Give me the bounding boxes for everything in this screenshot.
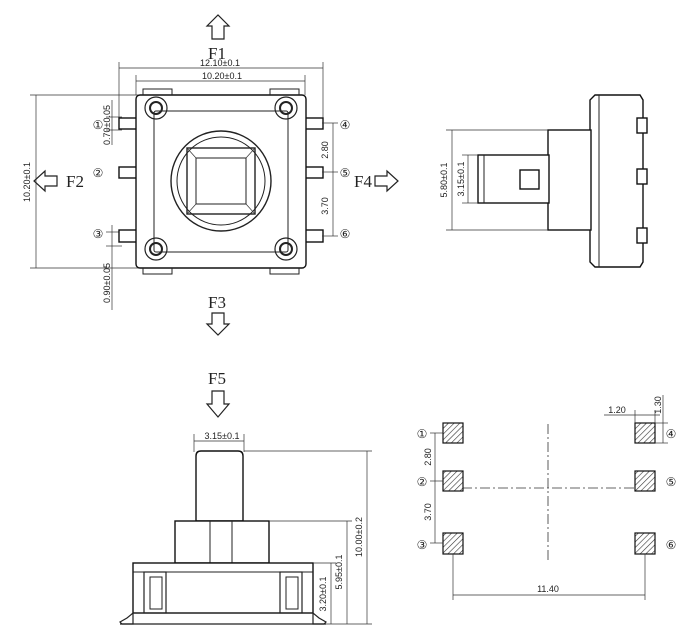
dim-pad-height: 1.30 <box>653 395 668 444</box>
pad-label-6: ⑥ <box>666 538 677 552</box>
front-view: F5 3.15±0.1 <box>119 369 372 625</box>
force-arrow-f3-icon <box>205 312 231 336</box>
footprint-view: ① ② ③ ④ ⑤ ⑥ 2.80 3.70 1.20 1.30 <box>417 395 677 600</box>
force-label-f4: F4 <box>354 172 372 191</box>
pin-label-2: ② <box>93 166 104 180</box>
pad-2 <box>442 470 464 492</box>
side-pin-top <box>636 117 648 134</box>
pin-label-5: ⑤ <box>340 166 351 180</box>
pad-label-5: ⑤ <box>666 475 677 489</box>
pitch-upper-label: 2.80 <box>320 141 330 159</box>
switch-body-top <box>135 94 307 269</box>
pin-3 <box>118 229 138 243</box>
side-actuator-width-label: 3.15±0.1 <box>456 162 466 197</box>
housing-height-label: 5.80±0.1 <box>439 163 449 198</box>
front-neck <box>174 520 270 564</box>
force-arrow-f5-icon <box>205 390 231 418</box>
dim-body-width: 10.20±0.1 <box>135 71 306 95</box>
pin-label-6: ⑥ <box>340 227 351 241</box>
pitch-lower-label: 3.70 <box>320 197 330 215</box>
dim-overall-width: 12.10±0.1 <box>118 58 324 124</box>
overall-width-label: 12.10±0.1 <box>200 58 240 68</box>
force-label-f3: F3 <box>208 293 226 312</box>
force-arrow-f2-icon <box>33 169 58 193</box>
pin-width-top-label: 0.70±0.05 <box>102 105 112 145</box>
dim-front-actuator-width: 3.15±0.1 <box>193 431 245 452</box>
footprint-pitch-upper-label: 2.80 <box>423 448 433 466</box>
mount-hole-bl-icon <box>144 237 168 261</box>
pin-2 <box>118 166 138 179</box>
pad-label-4: ④ <box>666 427 677 441</box>
front-actuator <box>195 450 244 522</box>
pad-width-label: 1.20 <box>608 405 626 415</box>
dim-pad-width: 1.20 <box>604 405 660 423</box>
side-base <box>547 129 592 231</box>
dim-row-spacing: 11.40 <box>452 554 646 600</box>
pad-height-label: 1.30 <box>653 396 663 414</box>
pad-label-3: ③ <box>417 538 428 552</box>
force-label-f5: F5 <box>208 369 226 388</box>
dim-pitch-lower: 3.70 <box>320 172 338 237</box>
dim-side-actuator-width: 3.15±0.1 <box>456 154 478 204</box>
dim-pitch-upper: 2.80 <box>320 122 338 173</box>
dim-housing-height: 5.80±0.1 <box>439 129 548 231</box>
force-arrow-f4-icon <box>374 169 399 193</box>
footprint-pitch-lower-label: 3.70 <box>423 503 433 521</box>
pad-3 <box>442 532 464 555</box>
pin-4 <box>304 117 324 130</box>
dim-footprint-pitch-lower: 3.70 <box>423 481 443 544</box>
pin-5 <box>304 166 324 179</box>
pin-1 <box>118 117 138 130</box>
total-height-label: 10.00±0.2 <box>354 517 364 557</box>
pin-label-3: ③ <box>93 227 104 241</box>
side-pin-bottom <box>636 227 648 244</box>
row-spacing-label: 11.40 <box>537 584 559 594</box>
pad-6 <box>634 532 656 555</box>
body-height-label: 10.20±0.1 <box>22 162 32 202</box>
pin-label-1: ① <box>93 118 104 132</box>
base-height-label: 3.20±0.1 <box>318 577 328 612</box>
dim-pin-width-top: 0.70±0.05 <box>102 100 122 145</box>
mount-hole-tr-icon <box>274 96 298 120</box>
side-view: 5.80±0.1 3.15±0.1 <box>439 94 648 268</box>
dim-base-height: 3.20±0.1 <box>313 562 336 624</box>
actuator-top <box>170 130 272 232</box>
side-pin-mid <box>636 168 648 185</box>
pad-1 <box>442 422 464 444</box>
pad-label-1: ① <box>417 427 428 441</box>
front-housing <box>132 562 314 614</box>
side-actuator-slot <box>519 169 540 190</box>
pin-label-4: ④ <box>340 118 351 132</box>
dim-body-height-front: 5.95±0.1 <box>269 520 352 624</box>
body-width-label: 10.20±0.1 <box>202 71 242 81</box>
pad-label-2: ② <box>417 475 428 489</box>
dim-footprint-pitch-upper: 2.80 <box>423 432 443 482</box>
mount-hole-br-icon <box>274 237 298 261</box>
pad-4 <box>634 422 656 444</box>
force-arrow-f1-icon <box>205 14 231 40</box>
front-actuator-width-label: 3.15±0.1 <box>205 431 240 441</box>
mount-hole-tl-icon <box>144 96 168 120</box>
pin-6 <box>304 229 324 243</box>
dim-total-height: 10.00±0.2 <box>244 450 372 625</box>
pin-width-bottom-label: 0.90±0.05 <box>102 263 112 303</box>
force-label-f2: F2 <box>66 172 84 191</box>
force-label-f1: F1 <box>208 44 226 63</box>
pad-5 <box>634 470 656 492</box>
dim-body-height: 10.20±0.1 <box>22 94 140 269</box>
side-housing <box>589 94 644 268</box>
top-view: F1 12.10±0.1 10.20±0.1 10.20±0.1 F2 <box>22 14 399 336</box>
body-height-front-label: 5.95±0.1 <box>334 555 344 590</box>
